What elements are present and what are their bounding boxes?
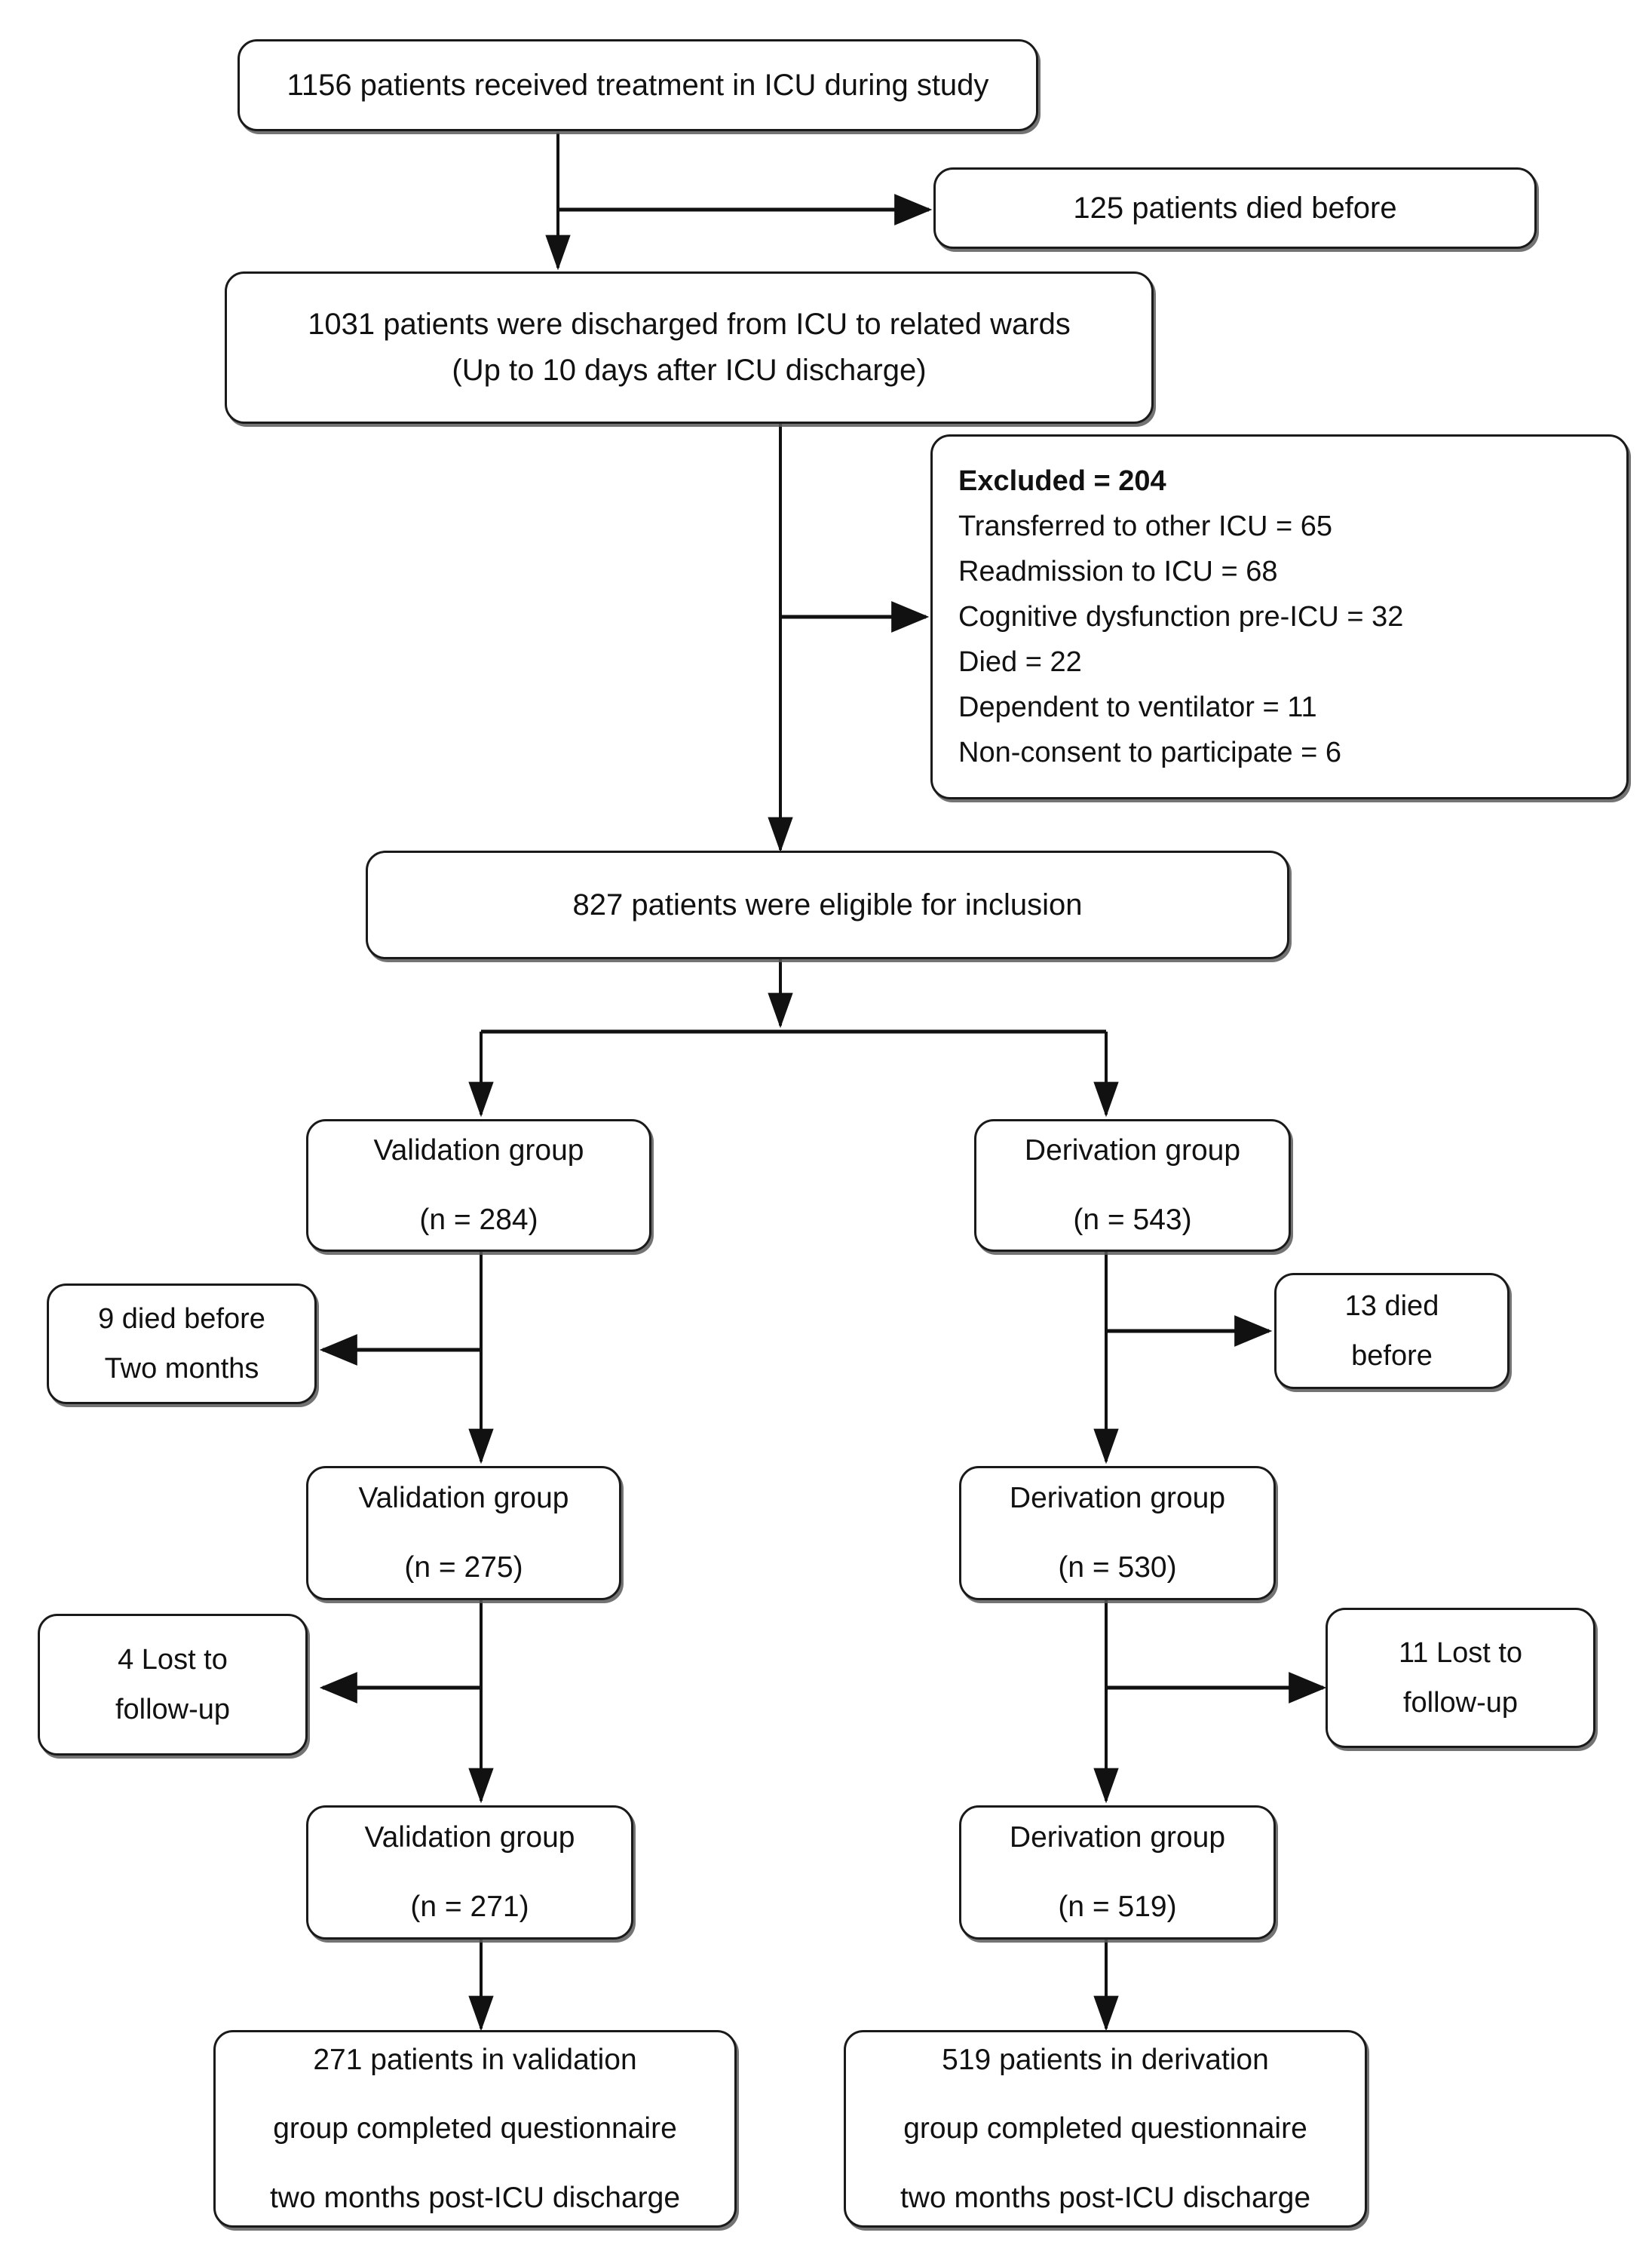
node-line: group completed questionnaire: [903, 2112, 1307, 2145]
node-line: (Up to 10 days after ICU discharge): [452, 354, 927, 387]
node-lost-11[interactable]: 11 Lost to follow-up: [1326, 1608, 1595, 1748]
node-line: Derivation group: [1009, 1821, 1226, 1854]
node-line: Two months: [104, 1353, 259, 1385]
node-received-treatment[interactable]: 1156 patients received treatment in ICU …: [238, 39, 1038, 131]
node-excluded[interactable]: Excluded = 204 Transferred to other ICU …: [930, 434, 1629, 799]
node-derivation-530[interactable]: Derivation group (n = 530): [959, 1466, 1276, 1600]
node-line: follow-up: [1402, 1687, 1519, 1719]
node-line: 1031 patients were discharged from ICU t…: [308, 308, 1071, 342]
node-line-died: Died = 22: [958, 646, 1082, 679]
node-line: follow-up: [115, 1694, 231, 1725]
node-died-9[interactable]: 9 died before Two months: [47, 1283, 317, 1404]
node-line: two months post-ICU discharge: [900, 2181, 1311, 2214]
node-line: 827 patients were eligible for inclusion: [572, 888, 1083, 922]
node-line: 519 patients in derivation: [942, 2043, 1269, 2076]
node-line: (n = 284): [419, 1204, 538, 1236]
node-line-excluded-total: Excluded = 204: [958, 465, 1166, 497]
node-line: Validation group: [364, 1821, 575, 1854]
node-line: (n = 271): [410, 1891, 529, 1923]
node-line: before: [1351, 1340, 1433, 1372]
node-line: group completed questionnaire: [273, 2112, 677, 2145]
node-validation-271[interactable]: Validation group (n = 271): [306, 1805, 633, 1940]
node-final-derivation[interactable]: 519 patients in derivation group complet…: [844, 2030, 1367, 2228]
node-line: (n = 530): [1058, 1551, 1177, 1584]
node-line-nonconsent: Non-consent to participate = 6: [958, 737, 1342, 769]
node-line: two months post-ICU discharge: [269, 2181, 681, 2214]
node-eligible-827[interactable]: 827 patients were eligible for inclusion: [366, 851, 1289, 959]
node-derivation-519[interactable]: Derivation group (n = 519): [959, 1805, 1276, 1940]
node-line: 11 Lost to: [1398, 1636, 1523, 1669]
node-line: (n = 275): [404, 1551, 523, 1584]
node-validation-275[interactable]: Validation group (n = 275): [306, 1466, 621, 1600]
node-line: (n = 519): [1058, 1891, 1177, 1923]
node-validation-284[interactable]: Validation group (n = 284): [306, 1119, 651, 1252]
node-line-transferred: Transferred to other ICU = 65: [958, 510, 1332, 542]
node-line: 4 Lost to: [118, 1643, 228, 1676]
node-derivation-543[interactable]: Derivation group (n = 543): [974, 1119, 1291, 1252]
node-line-cognitive: Cognitive dysfunction pre-ICU = 32: [958, 600, 1404, 633]
node-discharged-1031[interactable]: 1031 patients were discharged from ICU t…: [225, 271, 1154, 424]
node-line-ventilator: Dependent to ventilator = 11: [958, 692, 1317, 724]
node-died-13[interactable]: 13 died before: [1274, 1273, 1509, 1389]
node-line: 125 patients died before: [1073, 191, 1397, 225]
node-line: Derivation group: [1009, 1482, 1226, 1515]
node-line: 13 died: [1344, 1290, 1439, 1322]
node-died-before-125[interactable]: 125 patients died before: [933, 167, 1537, 249]
node-line-readmission: Readmission to ICU = 68: [958, 555, 1278, 587]
node-final-validation[interactable]: 271 patients in validation group complet…: [213, 2030, 737, 2228]
node-line: Derivation group: [1024, 1134, 1241, 1167]
node-line: 271 patients in validation: [313, 2043, 637, 2076]
node-line: Validation group: [358, 1482, 569, 1515]
edge-eligible-split: [468, 959, 1119, 1118]
node-line: (n = 543): [1073, 1204, 1192, 1236]
node-line: Validation group: [373, 1134, 584, 1167]
node-lost-4[interactable]: 4 Lost to follow-up: [38, 1614, 308, 1756]
node-line: 9 died before: [98, 1302, 265, 1335]
node-line: 1156 patients received treatment in ICU …: [287, 68, 989, 102]
